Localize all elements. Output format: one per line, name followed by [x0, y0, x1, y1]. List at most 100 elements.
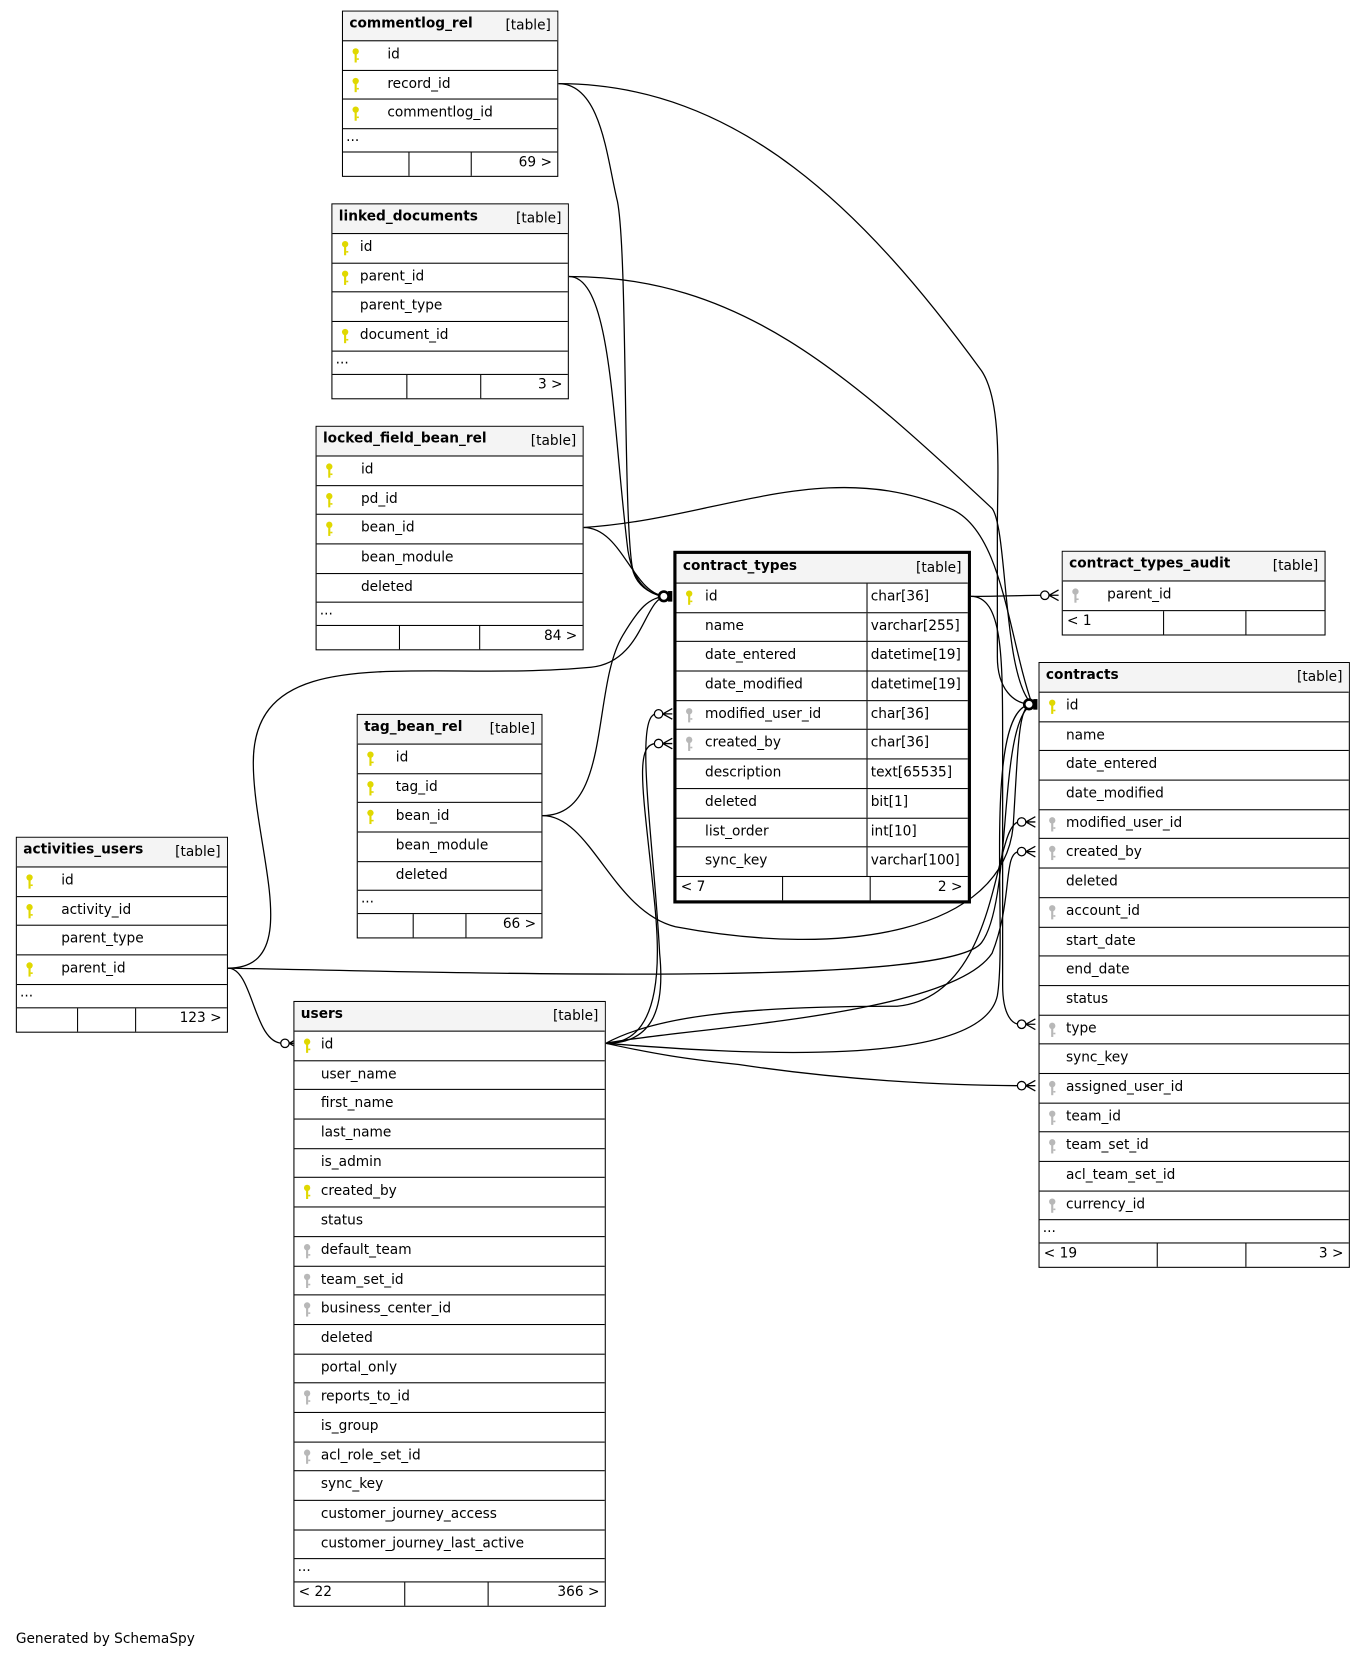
table-name[interactable]: contract_types_audit: [1069, 556, 1231, 572]
children-count[interactable]: 3 >: [1318, 1246, 1344, 1262]
table-name[interactable]: tag_bean_rel: [364, 719, 463, 736]
column-row[interactable]: id: [332, 234, 568, 264]
column-row[interactable]: id: [16, 867, 227, 897]
table-name[interactable]: commentlog_rel: [349, 15, 473, 32]
column-row[interactable]: business_center_id: [294, 1296, 605, 1325]
more-columns-row[interactable]: ...: [16, 985, 227, 1009]
column-row[interactable]: deleted: [294, 1325, 605, 1355]
more-columns-row[interactable]: ...: [316, 603, 583, 627]
column-row[interactable]: date_modified: [1039, 781, 1349, 811]
column-row[interactable]: start_date: [1039, 927, 1349, 957]
column-row[interactable]: bean_id: [316, 515, 583, 545]
column-row[interactable]: id: [343, 41, 558, 71]
column-row[interactable]: record_id: [343, 71, 558, 100]
column-row[interactable]: id: [294, 1032, 605, 1061]
column-row[interactable]: acl_role_set_id: [294, 1442, 605, 1472]
column-row[interactable]: parent_id: [16, 955, 227, 985]
column-row[interactable]: sync_key: [294, 1472, 605, 1501]
column-row[interactable]: activity_id: [16, 897, 227, 927]
column-row[interactable]: status: [1039, 986, 1349, 1016]
parents-count[interactable]: < 7: [680, 879, 706, 895]
more-columns-row[interactable]: ...: [294, 1560, 605, 1583]
more-columns-row[interactable]: ...: [1039, 1221, 1349, 1244]
column-row[interactable]: team_id: [1039, 1103, 1349, 1133]
column-row[interactable]: currency_id: [1039, 1191, 1349, 1221]
column-row[interactable]: id: [357, 745, 542, 774]
column-row[interactable]: created_by: [294, 1178, 605, 1208]
column-row[interactable]: id: [316, 457, 583, 486]
column-row[interactable]: created_by: [1039, 839, 1349, 869]
children-count[interactable]: 66 >: [502, 916, 537, 933]
column-row[interactable]: customer_journey_last_active: [294, 1530, 605, 1560]
column-row[interactable]: bean_module: [357, 833, 542, 862]
table-name[interactable]: contracts: [1045, 667, 1119, 684]
column-row[interactable]: is_group: [294, 1413, 605, 1443]
parents-count[interactable]: < 1: [1067, 612, 1092, 629]
more-columns-row[interactable]: ...: [332, 351, 568, 375]
column-row[interactable]: last_name: [294, 1120, 605, 1149]
table-name[interactable]: locked_field_bean_rel: [322, 431, 487, 447]
column-row[interactable]: portal_only: [294, 1354, 605, 1384]
column-row[interactable]: id: [1039, 693, 1349, 723]
column-row[interactable]: parent_id: [1062, 582, 1325, 611]
more-columns-row[interactable]: ...: [357, 891, 542, 915]
column-row[interactable]: date_entered: [1039, 751, 1349, 781]
table-name[interactable]: contract_types: [682, 558, 798, 575]
children-count[interactable]: 3 >: [537, 376, 563, 393]
column-row[interactable]: first_name: [294, 1090, 605, 1120]
children-count[interactable]: 2 >: [937, 879, 963, 895]
column-row[interactable]: end_date: [1039, 957, 1349, 986]
more-columns-row[interactable]: ...: [343, 129, 558, 153]
table-name[interactable]: users: [300, 1006, 343, 1023]
column-row[interactable]: default_team: [294, 1237, 605, 1267]
column-row[interactable]: type: [1039, 1015, 1349, 1045]
column-row[interactable]: document_id: [332, 322, 568, 352]
column-row[interactable]: sync_key: [1039, 1045, 1349, 1074]
column-row[interactable]: commentlog_id: [343, 100, 558, 130]
children-count[interactable]: 84 >: [543, 628, 578, 645]
column-row[interactable]: tag_id: [357, 774, 542, 804]
column-row[interactable]: customer_journey_access: [294, 1501, 605, 1531]
column-row[interactable]: deleted: [1039, 869, 1349, 899]
column-row[interactable]: user_name: [294, 1061, 605, 1091]
table-contract-types-audit[interactable]: contract_types_audit[table]parent_id< 1: [1061, 550, 1326, 636]
column-row[interactable]: acl_team_set_id: [1039, 1162, 1349, 1192]
column-row[interactable]: modified_user_id: [1039, 810, 1349, 840]
column-row[interactable]: reports_to_id: [294, 1384, 605, 1413]
table-name[interactable]: activities_users: [23, 842, 144, 858]
column-row[interactable]: account_id: [1039, 898, 1349, 928]
column-row[interactable]: name: [1039, 722, 1349, 752]
column-row[interactable]: parent_type: [332, 293, 568, 323]
column-row[interactable]: deleted: [316, 574, 583, 604]
column-row[interactable]: assigned_user_id: [1039, 1074, 1349, 1104]
column-row[interactable]: team_set_id: [294, 1266, 605, 1296]
column-row[interactable]: parent_id: [332, 263, 568, 293]
column-row[interactable]: bean_id: [357, 803, 542, 833]
children-count[interactable]: 123 >: [179, 1010, 222, 1027]
column-row[interactable]: pd_id: [316, 486, 583, 516]
column-row[interactable]: deleted: [357, 862, 542, 892]
column-row[interactable]: bean_module: [316, 544, 583, 574]
column-row[interactable]: team_set_id: [1039, 1133, 1349, 1162]
parents-count[interactable]: < 19: [1043, 1246, 1078, 1262]
column-row[interactable]: parent_type: [16, 926, 227, 956]
column-row[interactable]: is_admin: [294, 1149, 605, 1179]
